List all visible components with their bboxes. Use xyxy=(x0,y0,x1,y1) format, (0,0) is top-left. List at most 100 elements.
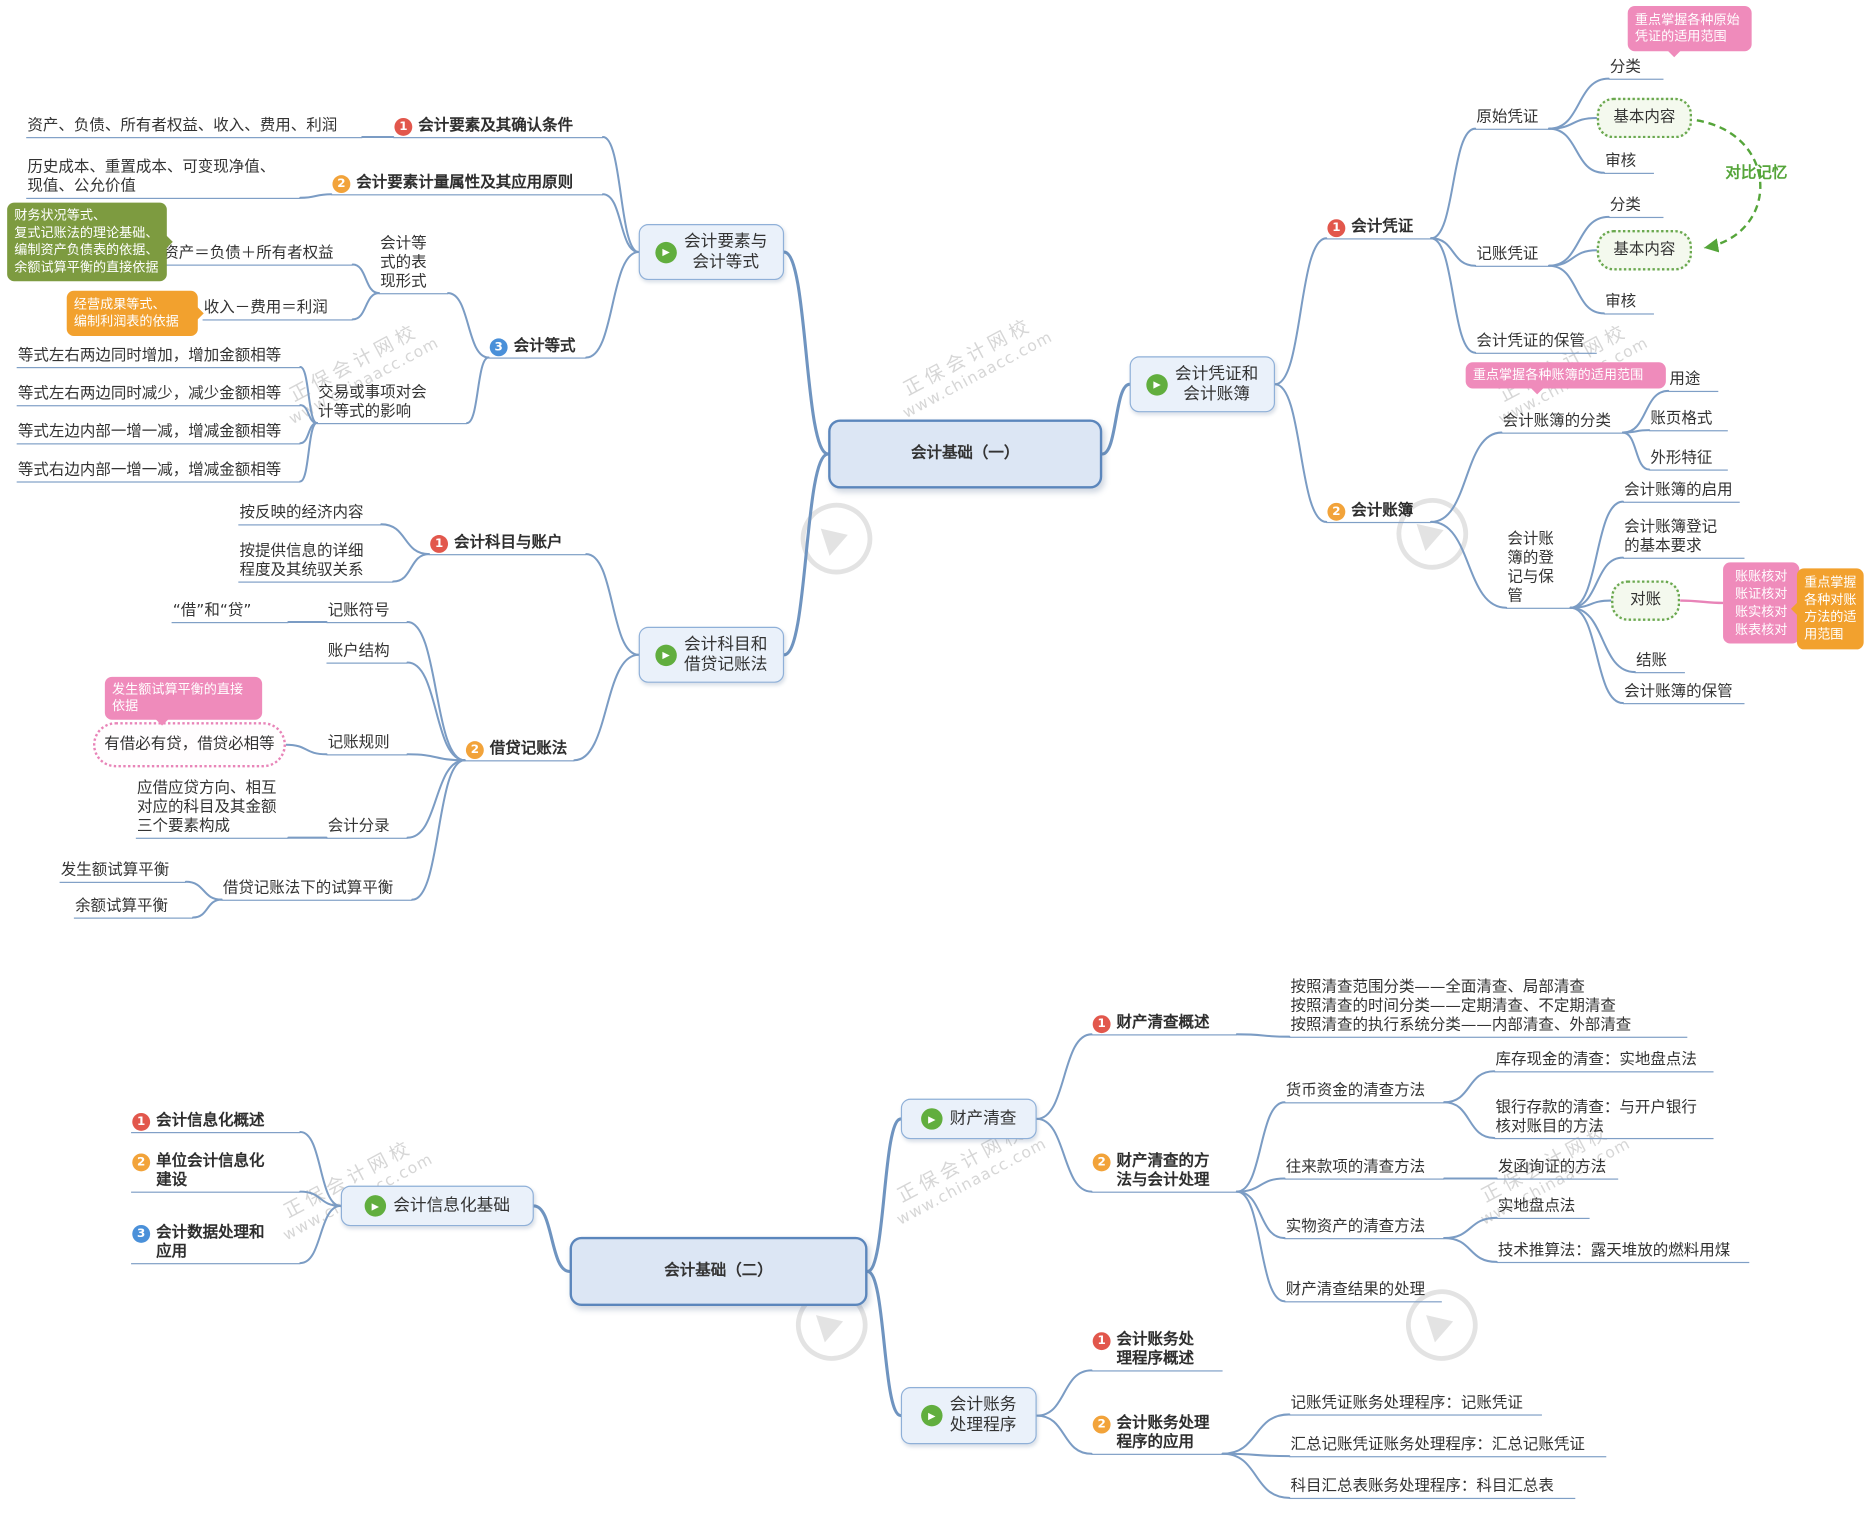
label-n3b4-0: 等式右边内部一增一减，增减金额相等 xyxy=(17,461,282,480)
badge-1-icon: 1 xyxy=(430,535,449,553)
badge-1-icon: 1 xyxy=(1092,1015,1111,1034)
label-pk1-3: 账表核对 xyxy=(1734,622,1788,638)
leaf-p2c1: 实地盘点法 xyxy=(1496,1198,1590,1220)
label-co3-0: 发生额试算平衡的直接 xyxy=(112,680,244,697)
label-p1-0: 财产清查概述 xyxy=(1116,1014,1210,1032)
green-circle-arrow-icon: ▶ xyxy=(921,1404,943,1427)
edge-c1-b2 xyxy=(782,452,830,657)
label-q1-0: 会计账务处 xyxy=(1116,1331,1195,1349)
label-p2c1-0: 实地盘点法 xyxy=(1497,1197,1576,1216)
label-r2a-0: 会计账簿的分类 xyxy=(1502,412,1612,431)
dotted-pink-m2c1: 有借必有贷，借贷必相等 xyxy=(92,722,286,768)
leaf-r2b1: 会计账簿的启用 xyxy=(1622,481,1740,503)
label-b1-0: 会计要素与 xyxy=(683,231,768,251)
label-co6-0: 重点掌握 xyxy=(1804,574,1857,590)
label-p2-1: 法与会计处理 xyxy=(1116,1171,1210,1190)
badge-2-icon: 2 xyxy=(1327,502,1346,521)
dotted-green-r1a2: 基本内容 xyxy=(1596,97,1693,139)
edge-p2c-p2c1 xyxy=(1443,1216,1498,1240)
leaf-p2d: 财产清查结果的处理 xyxy=(1284,1281,1442,1303)
edge-c1-b3 xyxy=(1100,382,1132,456)
edge-c2-bb2 xyxy=(865,1117,903,1273)
label-co6-3: 用范围 xyxy=(1804,626,1844,642)
badge-1-icon: 1 xyxy=(1092,1332,1111,1351)
leaf-n3a: 会计等式的表现形式 xyxy=(378,235,449,295)
label-co4-1: 凭证的适用范围 xyxy=(1634,28,1727,45)
edge-bb1-i3 xyxy=(299,1204,342,1265)
label-b1-1: 会计等式 xyxy=(692,252,760,272)
label-m2c-0: 记账规则 xyxy=(327,734,390,752)
leaf-n1a: 资产、负债、所有者权益、收入、费用、利润 xyxy=(26,117,363,139)
leaf-r2a: 会计账簿的分类 xyxy=(1501,412,1623,434)
edge-n3b-n3b4 xyxy=(299,422,318,483)
item-p1: 1 财产清查概述 xyxy=(1091,1014,1237,1036)
green-circle-arrow-icon: ▶ xyxy=(1146,373,1168,396)
label-q2-0: 会计账务处理 xyxy=(1116,1414,1210,1433)
leaf-n3b2: 等式左右两边同时减少，减少金额相等 xyxy=(16,385,301,407)
label-r2a2-0: 账页格式 xyxy=(1650,409,1713,428)
badge-2-icon: 2 xyxy=(1092,1415,1111,1434)
leaf-n3a1: 资产＝负债＋所有者权益 xyxy=(162,244,353,266)
leaf-n3b4: 等式右边内部一增一减，增减金额相等 xyxy=(16,461,301,483)
edge-c1-b1 xyxy=(782,250,830,456)
leaf-r2b2: 会计账簿登记的基本要求 xyxy=(1622,518,1745,559)
edge-q2-q2a xyxy=(1221,1413,1291,1455)
callout-pink-co4: 重点掌握各种原始凭证的适用范围 xyxy=(1627,5,1752,58)
leaf-p1a: 按照清查范围分类——全面清查、局部清查按照清查的时间分类——定期清查、不定期清查… xyxy=(1289,978,1688,1038)
badge-1-icon: 1 xyxy=(132,1112,151,1131)
label-p2b-0: 往来款项的清查方法 xyxy=(1285,1158,1426,1177)
leaf-m2e1: 发生额试算平衡 xyxy=(59,862,186,883)
leaf-q2c: 科目汇总表账务处理程序：科目汇总表 xyxy=(1289,1478,1576,1500)
label-n2a-1: 现值、公允价值 xyxy=(27,177,136,196)
label-m1b-1: 程度及其统驭关系 xyxy=(239,561,364,580)
edge-m2-m2a xyxy=(406,621,466,762)
callout-pointer-left xyxy=(1784,601,1799,617)
edge-r1-r1a xyxy=(1430,127,1477,240)
edge-p2-p2c xyxy=(1235,1190,1286,1240)
edge-n3a-n3a1 xyxy=(351,263,380,295)
label-n3a-2: 现形式 xyxy=(380,272,427,291)
edge-m2e-m2e2 xyxy=(192,898,223,919)
edge-r1-r1c xyxy=(1430,237,1477,354)
leaf-n3b3: 等式左边内部一增一减，增减金额相等 xyxy=(16,423,301,445)
leaf-r1a3: 审核 xyxy=(1603,153,1654,174)
label-pk1-1: 账证核对 xyxy=(1734,586,1788,602)
leaf-m2e: 借贷记账法下的试算平衡 xyxy=(221,879,413,901)
edge-b1-n2 xyxy=(601,193,640,254)
label-r1a3-0: 审核 xyxy=(1605,152,1637,171)
edge-bb1-i2 xyxy=(299,1190,342,1207)
leaf-n3a2: 收入－费用＝利润 xyxy=(202,299,353,321)
label-r2b-2: 记与保 xyxy=(1507,568,1554,587)
leaf-m2d: 会计分录 xyxy=(326,817,408,839)
label-n3-0: 会计等式 xyxy=(513,337,576,356)
leaf-m2a1: “借”和“贷” xyxy=(171,602,289,624)
leaf-m1a: 按反映的经济内容 xyxy=(238,504,382,526)
label-co5-0: 重点掌握各种账簿的适用范围 xyxy=(1472,366,1644,383)
label-m1a-0: 按反映的经济内容 xyxy=(239,504,364,522)
edge-b1-n1 xyxy=(601,136,640,254)
label-r2b3-0: 对账 xyxy=(1630,591,1662,609)
label-m2e2-0: 余额试算平衡 xyxy=(75,897,169,916)
label-n1-0: 会计要素及其确认条件 xyxy=(418,116,574,135)
leaf-r1b: 记账凭证 xyxy=(1475,245,1550,267)
leaf-p2c2: 技术推算法：露天堆放的燃料用煤 xyxy=(1496,1242,1750,1264)
label-n3b1-0: 等式左右两边同时增加，增加金额相等 xyxy=(17,346,282,365)
edge-p2-p2d xyxy=(1235,1190,1286,1303)
label-p1a-2: 按照清查的执行系统分类——内部清查、外部清查 xyxy=(1290,1016,1632,1035)
edge-r2b-r2b5 xyxy=(1569,606,1624,705)
label-bb3-0: 会计账务 xyxy=(949,1395,1017,1415)
leaf-n3b1: 等式左右两边同时增加，增加金额相等 xyxy=(16,347,301,369)
edge-r1b-r1b2 xyxy=(1548,249,1598,267)
label-b3-0: 会计凭证和 xyxy=(1174,364,1259,384)
callout-pink-co3: 发生额试算平衡的直接依据 xyxy=(104,676,263,726)
label-co1-2: 编制资产负债表的依据、 xyxy=(14,241,159,258)
label-r1a1-0: 分类 xyxy=(1609,58,1641,77)
dotted-green-r2b3: 对账 xyxy=(1611,580,1681,621)
label-r1b-0: 记账凭证 xyxy=(1476,245,1539,264)
label-q1-1: 理程序概述 xyxy=(1116,1350,1195,1368)
label-r2b2-0: 会计账簿登记 xyxy=(1624,518,1718,537)
